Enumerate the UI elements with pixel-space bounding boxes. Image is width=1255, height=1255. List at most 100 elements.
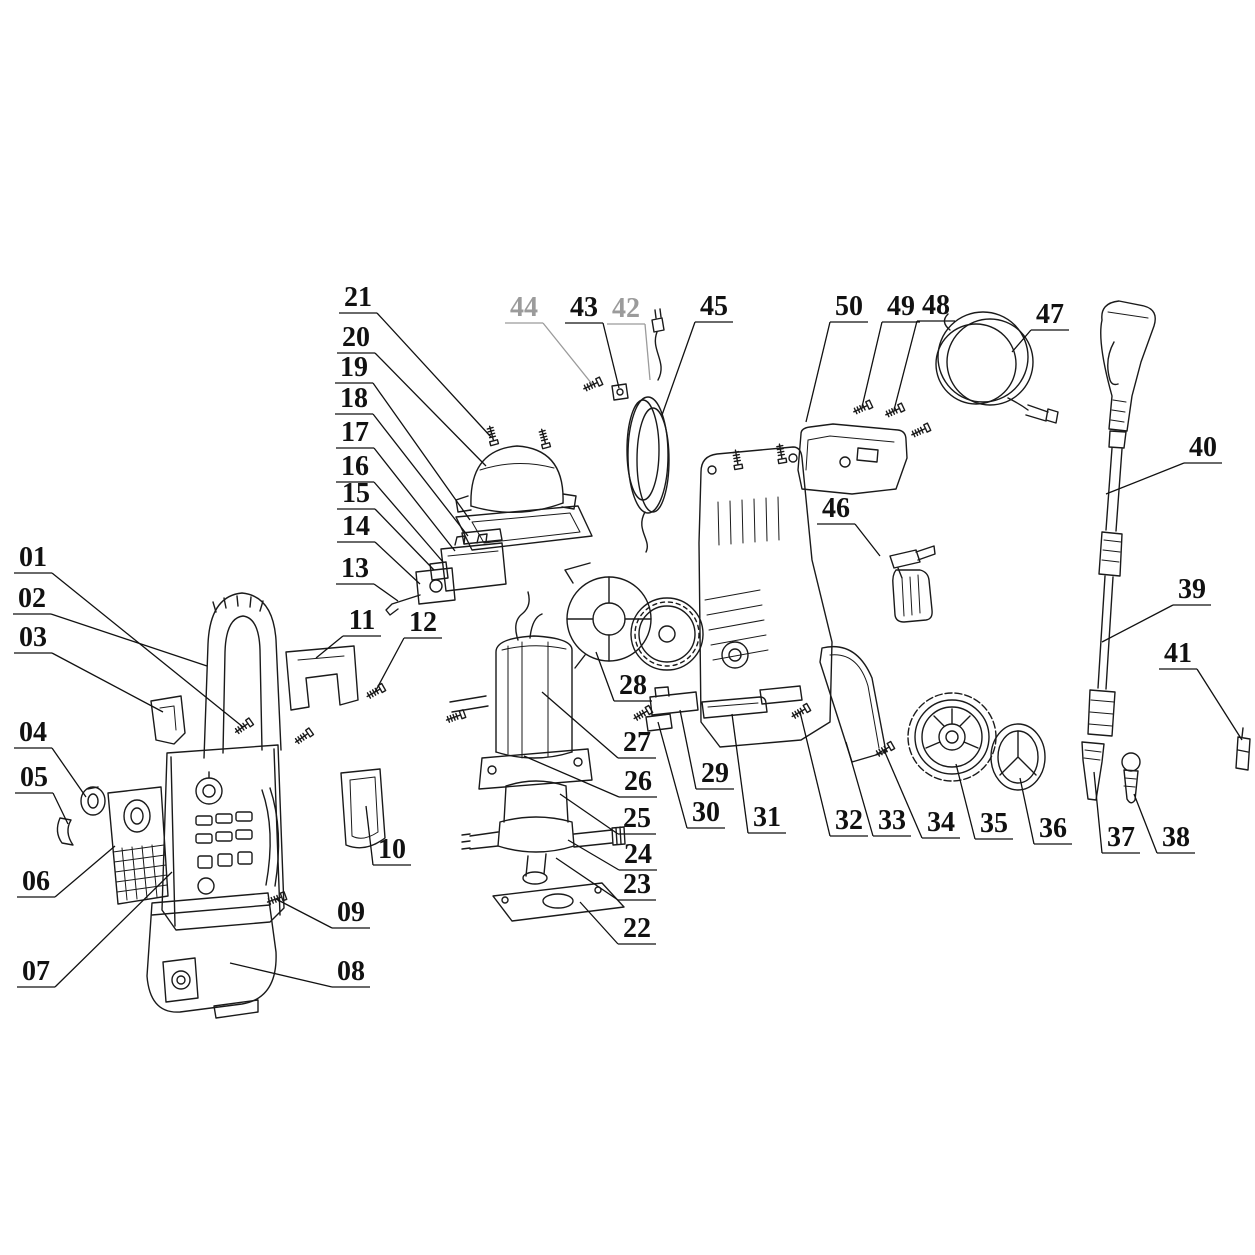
fan-shroud: [564, 562, 652, 669]
part-label-02: 02: [18, 583, 46, 614]
leader-line-37: [1093, 771, 1103, 854]
part-label-04: 04: [19, 717, 47, 748]
part-label-38: 38: [1162, 822, 1190, 853]
part-label-06: 06: [22, 866, 50, 897]
leader-line-50: [805, 321, 831, 423]
screws: [232, 376, 932, 907]
part-label-26: 26: [624, 766, 652, 797]
pump-assembly: [461, 780, 626, 885]
hose-coil: [935, 311, 1059, 424]
leader-line-20: [374, 352, 487, 467]
lance: [1087, 430, 1127, 737]
part-label-09: 09: [337, 897, 365, 928]
leader-line-28: [595, 651, 615, 702]
leader-line-21: [376, 312, 492, 438]
mount-plate-19: [455, 505, 593, 551]
part-label-08: 08: [337, 956, 365, 987]
part-label-14: 14: [342, 511, 370, 542]
part-label-23: 23: [623, 869, 651, 900]
leader-line-19: [372, 382, 471, 521]
part-label-24: 24: [624, 839, 652, 870]
leader-line-40: [1105, 462, 1185, 495]
part-label-48: 48: [922, 290, 950, 321]
clip-41: [1235, 727, 1251, 771]
wheel: [907, 692, 997, 782]
leader-line-03: [51, 652, 164, 713]
part-label-27: 27: [623, 727, 651, 758]
small-clip-03: [150, 695, 186, 745]
leader-line-13: [373, 583, 399, 602]
leader-line-27: [541, 691, 619, 759]
part-label-19: 19: [340, 352, 368, 383]
part-label-21: 21: [344, 282, 372, 313]
power-cord: [611, 308, 670, 553]
artwork: [56, 300, 1251, 1019]
leader-line-45: [661, 321, 696, 416]
part-label-10: 10: [378, 834, 406, 865]
leader-line-32: [799, 711, 831, 837]
part-label-11: 11: [349, 605, 375, 636]
part-label-46: 46: [822, 493, 850, 524]
part-label-25: 25: [623, 803, 651, 834]
hub-cap: [990, 723, 1046, 791]
part-label-49: 49: [887, 291, 915, 322]
part-label-43: 43: [570, 292, 598, 323]
leader-line-10: [365, 805, 374, 866]
leader-line-33: [845, 741, 874, 837]
leader-line-29: [679, 709, 697, 790]
part-label-18: 18: [340, 383, 368, 414]
motor-cap: [455, 445, 577, 513]
leader-line-01: [51, 572, 244, 728]
switch-assembly: [385, 528, 507, 616]
part-label-29: 29: [701, 758, 729, 789]
leader-line-31: [731, 713, 749, 834]
leader-line-48: [893, 320, 918, 411]
leader-line-22: [579, 901, 619, 945]
part-label-47: 47: [1036, 299, 1064, 330]
leader-line-47: [1011, 329, 1032, 353]
part-label-17: 17: [341, 417, 369, 448]
part-label-35: 35: [980, 808, 1008, 839]
nozzle-37: [1081, 741, 1105, 801]
part-label-07: 07: [22, 956, 50, 987]
leader-line-25: [559, 793, 619, 835]
part-label-36: 36: [1039, 813, 1067, 844]
part-label-28: 28: [619, 670, 647, 701]
leader-line-30: [657, 721, 688, 829]
part-label-22: 22: [623, 913, 651, 944]
base-plate: [492, 882, 625, 922]
leader-line-12: [374, 637, 405, 693]
part-label-32: 32: [835, 805, 863, 836]
leader-line-44: [542, 322, 593, 385]
part-label-30: 30: [692, 797, 720, 828]
leader-line-43: [602, 322, 620, 389]
leader-line-09: [275, 898, 333, 929]
leader-line-41: [1196, 668, 1243, 741]
part-label-31: 31: [753, 802, 781, 833]
leader-line-35: [955, 763, 976, 840]
bracket-11: [285, 645, 359, 711]
part-label-01: 01: [19, 542, 47, 573]
leader-line-24: [567, 839, 620, 871]
leader-line-02: [50, 613, 208, 667]
vent-panel: [107, 786, 169, 905]
leader-line-34: [883, 749, 923, 839]
front-housing: [161, 744, 285, 931]
nozzle-38: [1121, 752, 1141, 804]
holder-10: [340, 768, 386, 849]
part-label-05: 05: [20, 762, 48, 793]
detergent-bottle: [889, 545, 936, 623]
spray-gun: [1100, 300, 1156, 432]
leader-line-15: [374, 508, 435, 571]
part-label-42: 42: [612, 293, 640, 324]
leader-line-17: [373, 447, 456, 552]
leader-line-07: [54, 871, 173, 988]
part-label-13: 13: [341, 553, 369, 584]
leader-line-26: [523, 755, 620, 798]
part-label-12: 12: [409, 607, 437, 638]
leader-lines: [13, 312, 1243, 988]
grommet-04: [80, 786, 106, 816]
